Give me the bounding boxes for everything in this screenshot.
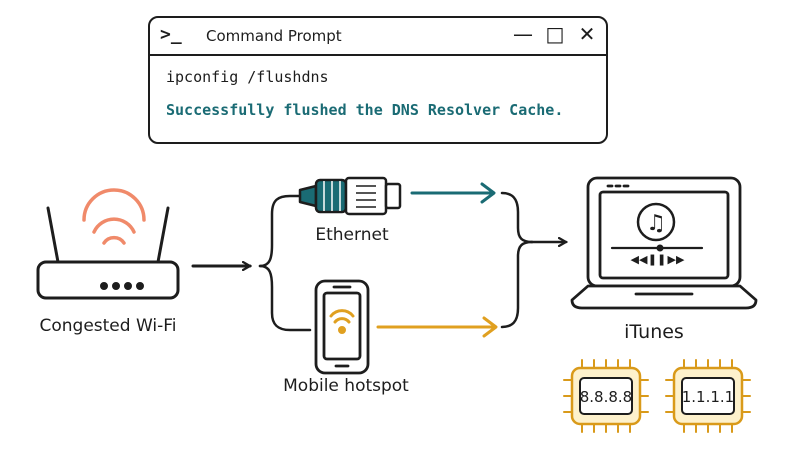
rewind-icon: ◀◀ bbox=[631, 253, 648, 266]
dns-chip: 1.1.1.1 bbox=[665, 359, 751, 433]
split-branch-bottom bbox=[258, 264, 312, 332]
dns-chip: 8.8.8.8 bbox=[563, 359, 649, 433]
terminal-prompt-icon: >_ bbox=[160, 24, 182, 45]
laptop-icon bbox=[570, 176, 758, 310]
wifi-signal-icon bbox=[82, 188, 146, 245]
router-label: Congested Wi-Fi bbox=[39, 316, 176, 336]
hotspot-signal-icon bbox=[329, 309, 355, 334]
merge-branch-bottom bbox=[500, 240, 534, 329]
dns-chip-label: 8.8.8.8 bbox=[580, 388, 632, 406]
command-prompt-window: >_ Command Prompt — □ ✕ ipconfig /flushd… bbox=[148, 16, 608, 144]
command-line: ipconfig /flushdns bbox=[166, 68, 329, 86]
close-icon[interactable]: ✕ bbox=[578, 22, 596, 46]
music-note-icon: ♫ bbox=[646, 211, 666, 236]
command-output: Successfully flushed the DNS Resolver Ca… bbox=[166, 101, 564, 119]
progress-thumb bbox=[656, 244, 664, 252]
ethernet-arrow-head bbox=[480, 182, 496, 204]
merge-branch-top bbox=[500, 191, 534, 244]
ethernet-label: Ethernet bbox=[315, 225, 389, 245]
ethernet-cable-icon bbox=[298, 176, 402, 216]
music-player-icon: ♫ ◀◀ ❚❚ ▶▶ bbox=[610, 202, 704, 266]
minimize-icon[interactable]: — bbox=[513, 22, 533, 46]
dns-chip-label: 1.1.1.1 bbox=[682, 388, 734, 406]
pause-icon: ❚❚ bbox=[648, 253, 666, 266]
hotspot-label: Mobile hotspot bbox=[283, 376, 409, 396]
router-icon bbox=[36, 206, 180, 300]
split-branch-top bbox=[258, 194, 302, 268]
hotspot-arrow-head bbox=[482, 316, 498, 338]
window-titlebar: >_ Command Prompt — □ ✕ bbox=[150, 18, 606, 56]
fast-forward-icon: ▶▶ bbox=[668, 253, 685, 266]
window-title: Command Prompt bbox=[206, 27, 342, 45]
maximize-icon[interactable]: □ bbox=[545, 22, 565, 46]
laptop-label: iTunes bbox=[624, 321, 684, 343]
